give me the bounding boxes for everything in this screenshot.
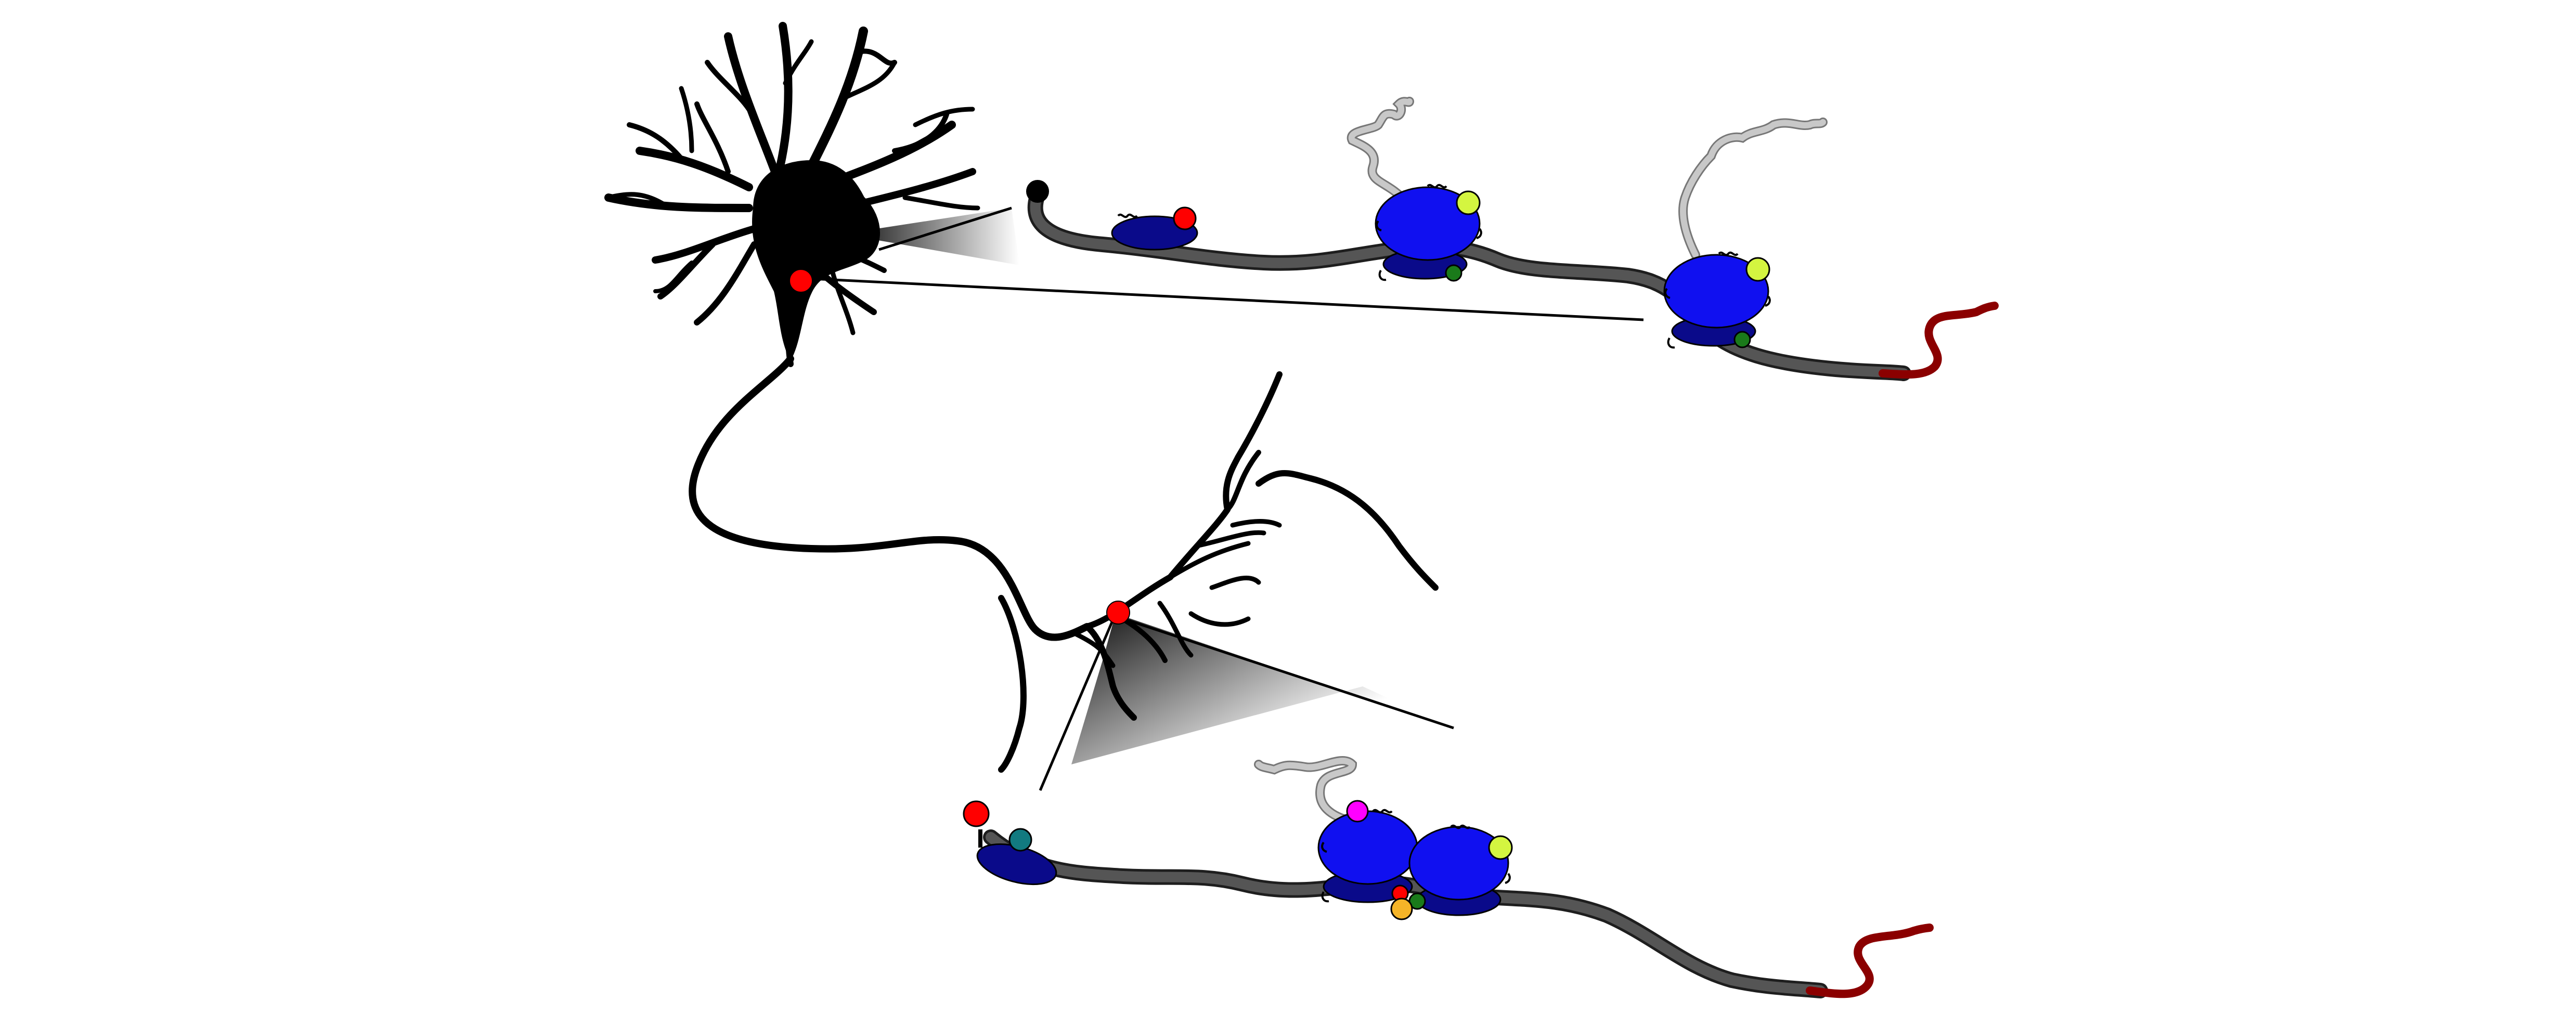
ribosome-1 xyxy=(1347,97,1482,282)
soma-translation-panel xyxy=(1026,97,1999,381)
five-prime-cap xyxy=(1026,180,1049,203)
ribosome-4 xyxy=(1408,824,1513,916)
soma xyxy=(752,160,880,360)
factor-magenta xyxy=(1346,800,1369,823)
factor-green xyxy=(1733,331,1751,348)
factor-teal xyxy=(1008,828,1032,852)
dendrite-translation-panel xyxy=(963,756,1934,998)
zoom-cone-dendrite xyxy=(1071,614,1454,764)
zoom-line-soma-top xyxy=(878,206,1012,251)
zoom-line-dendrite-right xyxy=(1123,617,1454,730)
cap-factor-red xyxy=(963,800,990,827)
large-subunit xyxy=(1663,254,1769,329)
large-subunit xyxy=(1317,810,1418,885)
marker-dendrite xyxy=(1106,601,1130,625)
factor-lime xyxy=(1488,835,1513,860)
ribosome-3 xyxy=(1317,800,1418,903)
large-subunit xyxy=(1375,186,1481,261)
zoom-callout-dendrite xyxy=(1039,613,1454,791)
zoom-line-dendrite-left xyxy=(1039,613,1117,791)
axon xyxy=(689,355,1091,641)
mrna-strand-fill xyxy=(986,832,1826,996)
marker-soma xyxy=(789,269,813,293)
zoom-cone-soma xyxy=(843,208,1019,265)
ribosome-2 xyxy=(1663,118,1828,349)
large-subunit xyxy=(1408,826,1509,901)
initiation-factor-red xyxy=(1173,206,1197,230)
factor-lime xyxy=(1745,257,1770,282)
poly-a-tail xyxy=(1806,924,1934,998)
poly-a-tail xyxy=(1879,302,1999,379)
zoom-callout-soma xyxy=(800,206,1644,321)
factor-orange xyxy=(1390,898,1413,920)
factor-green xyxy=(1445,264,1462,282)
zoom-line-soma-bottom xyxy=(800,277,1644,321)
squiggle xyxy=(1117,213,1138,218)
factor-lime xyxy=(1456,190,1481,215)
axon-branch-down xyxy=(998,595,1027,773)
